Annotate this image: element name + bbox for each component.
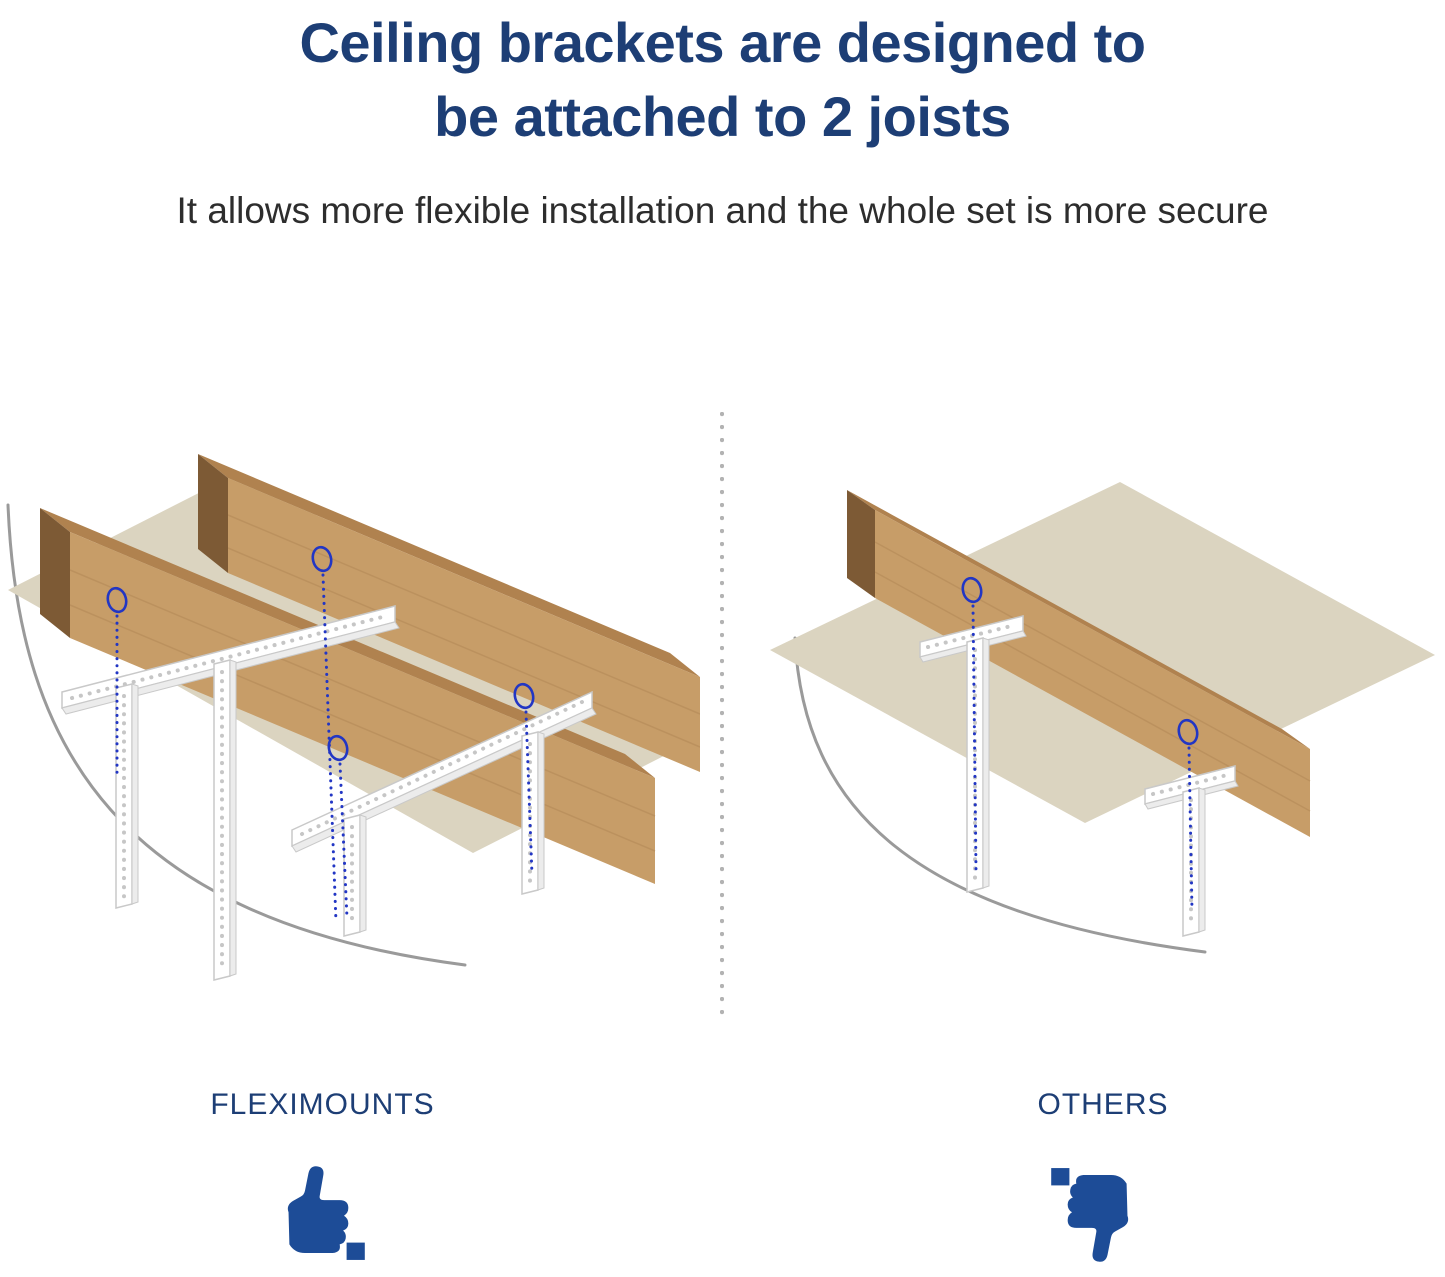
thumbs-down-icon bbox=[1051, 1168, 1129, 1262]
joist-front bbox=[40, 508, 656, 884]
ceiling-bracket-b bbox=[291, 690, 597, 937]
page-title: Ceiling brackets are designed to be atta… bbox=[0, 6, 1445, 154]
title-line-1: Ceiling brackets are designed to bbox=[299, 11, 1146, 74]
others-label: OTHERS bbox=[1037, 1088, 1169, 1121]
subtitle: It allows more flexible installation and… bbox=[176, 190, 1269, 231]
ceiling-bracket-a bbox=[61, 605, 400, 981]
screw-alignment-markers bbox=[106, 545, 535, 924]
frame-swoosh-line bbox=[6, 503, 467, 967]
joist-single bbox=[847, 490, 1311, 837]
thumbs-up-icon bbox=[287, 1166, 365, 1260]
single-joist-bracket-2 bbox=[1144, 765, 1239, 937]
frame-swoosh-line bbox=[793, 636, 1207, 954]
fleximounts-illustration bbox=[6, 454, 700, 981]
others-illustration bbox=[770, 482, 1435, 954]
title-line-2: be attached to 2 joists bbox=[434, 84, 1011, 148]
fleximounts-label: FLEXIMOUNTS bbox=[210, 1088, 435, 1121]
single-joist-bracket-1 bbox=[919, 615, 1027, 893]
screw-alignment-markers bbox=[961, 576, 1199, 912]
panel-divider-dotted-line bbox=[720, 412, 724, 1016]
